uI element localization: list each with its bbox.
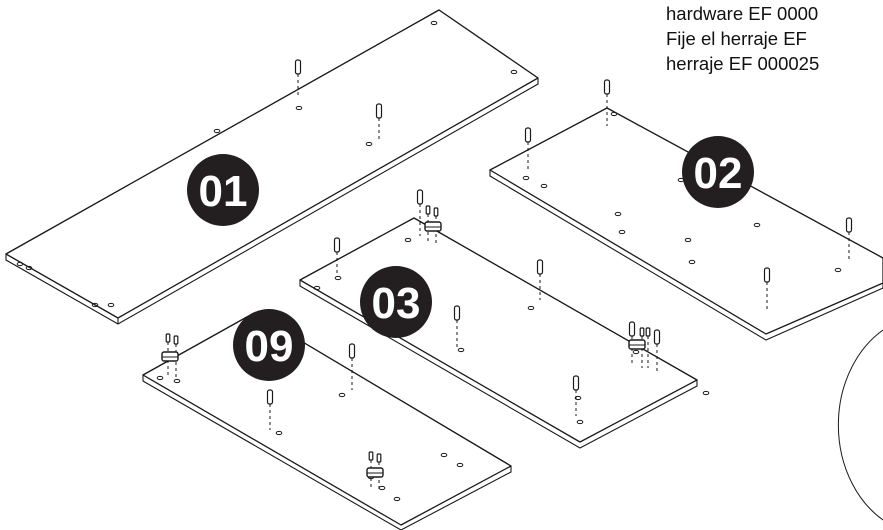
screw-icon [173,335,179,345]
hole-marker [610,111,618,117]
hole-marker [457,347,465,353]
screw-icon [376,453,382,463]
hardware-layer [16,20,853,502]
screw-icon [645,327,651,337]
screw-icon [368,451,374,461]
dowel-icon [453,305,461,321]
hole-marker [510,69,518,75]
hole-marker [614,211,622,217]
badge-09: 09 [233,309,305,381]
hole-marker [688,259,696,265]
dowel-icon [628,321,636,337]
hole-marker [107,302,115,308]
instruction-line-2: Fije el herraje EF [666,28,807,49]
hole-marker [456,462,464,468]
badge-02-label: 02 [694,149,743,198]
panel-09 [142,312,512,530]
hole-marker [365,141,373,147]
dowel-icon [266,389,274,405]
hole-marker [834,267,842,273]
hole-marker [576,419,584,425]
badge-01: 01 [187,154,259,226]
badge-03: 03 [360,266,432,338]
hole-marker [334,275,342,281]
hole-marker [16,261,24,267]
hole-marker [91,302,99,308]
dowel-icon [603,79,611,95]
hole-marker [213,128,221,134]
hole-marker [684,237,692,243]
hole-marker [173,378,181,384]
dowel-icon [653,329,661,345]
dowel-icon [416,189,424,205]
instruction-line-3: herraje EF 000025 [666,53,820,74]
hole-marker [295,105,303,111]
screw-icon [165,333,171,343]
hole-marker [753,222,761,228]
hole-marker [540,183,548,189]
screw-icon [425,205,431,215]
instruction-line-1: hardware EF 0000 [666,3,819,24]
dowel-icon [333,237,341,253]
dowel-icon [763,267,771,283]
dowel-icon [536,259,544,275]
dowel-icon [375,103,383,119]
hole-marker [313,285,321,291]
dowel-icon [845,217,853,233]
hole-marker [522,175,530,181]
hole-marker [156,375,164,381]
dowel-icon [572,375,580,391]
hole-marker [338,392,346,398]
dowel-icon [348,343,356,359]
dowel-icon [294,59,302,75]
badge-03-label: 03 [372,279,421,328]
hole-marker [440,452,448,458]
hole-marker [632,349,640,355]
screw-icon [639,327,645,337]
badge-09-label: 09 [245,322,294,371]
badge-02: 02 [682,136,754,208]
hole-marker [618,229,626,235]
screw-icon [433,207,439,217]
hole-marker [275,430,283,436]
dowel-icon [524,127,532,143]
hole-marker [527,305,535,311]
badge-01-label: 01 [199,167,248,216]
hole-marker [393,496,401,502]
panel-01 [5,9,539,325]
detail-callout-circle [837,329,883,521]
hole-marker [25,265,33,271]
hole-marker [702,390,710,396]
hole-marker [404,237,412,243]
hole-marker [574,395,582,401]
hole-marker [430,20,438,26]
